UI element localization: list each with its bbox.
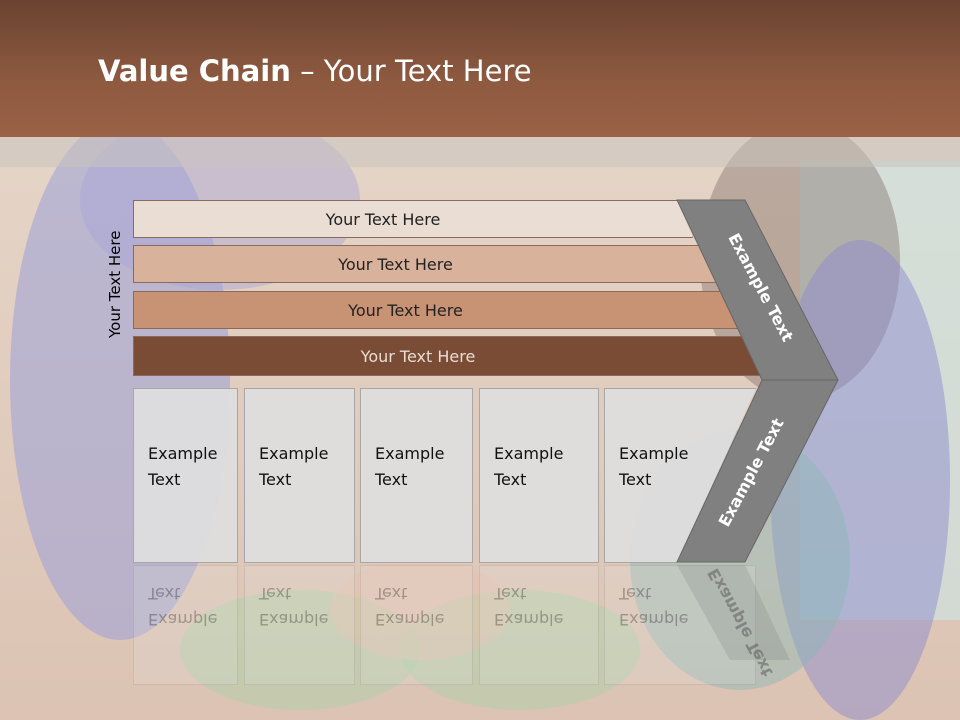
- slide-title-rest: – Your Text Here: [290, 54, 532, 88]
- column-text-line1: Example: [148, 444, 218, 463]
- column-text-line1: Example: [259, 444, 329, 463]
- chevron-lower: [676, 379, 839, 563]
- column-text-line2: Text: [494, 470, 527, 489]
- bar-label: Your Text Here: [338, 254, 453, 274]
- bar-label: Your Text Here: [325, 209, 441, 229]
- column-text-line1: Example: [375, 444, 445, 463]
- column-text-line2: Text: [148, 470, 181, 489]
- column-text-line2: Text: [619, 470, 652, 489]
- bar-2: Your Text Here: [133, 245, 718, 283]
- column-text-line1: Example: [494, 444, 564, 463]
- column-text-line1: Example: [619, 444, 689, 463]
- title-bar-strip: [0, 137, 960, 167]
- chevron-reflection: [677, 565, 790, 660]
- bar-label: Your Text Here: [348, 300, 463, 320]
- slide-title: Value Chain – Your Text Here: [98, 54, 532, 88]
- bar-label: Your Text Here: [360, 346, 476, 366]
- column-text-line2: Text: [375, 470, 408, 489]
- bar-4: Your Text Here: [133, 336, 763, 376]
- bar-3: Your Text Here: [133, 291, 738, 329]
- title-bar: [0, 0, 960, 137]
- slide-title-bold: Value Chain: [98, 54, 291, 88]
- column-text-line2: Text: [259, 470, 292, 489]
- bar-1: Your Text Here: [133, 200, 693, 238]
